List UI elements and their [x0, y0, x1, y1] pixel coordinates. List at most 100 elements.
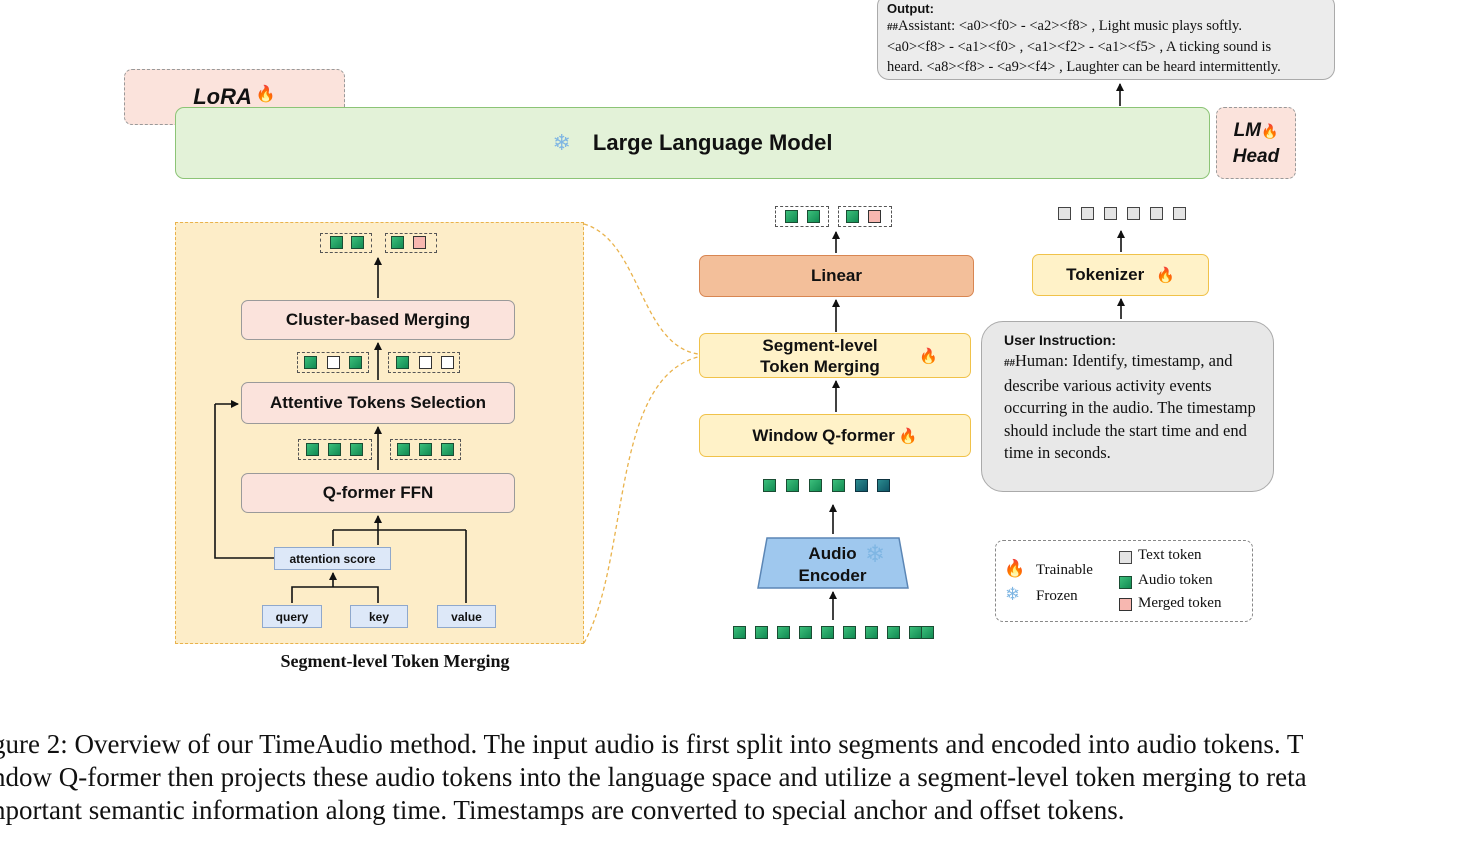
token-group	[297, 352, 369, 373]
attentive-tokens-selection-label: Attentive Tokens Selection	[269, 393, 486, 412]
token-group	[320, 233, 372, 253]
text-token	[1127, 207, 1140, 220]
segment-merging-panel	[175, 222, 584, 644]
audio-token	[855, 479, 868, 492]
audio-token	[785, 210, 798, 223]
audio-token	[832, 479, 845, 492]
text-token	[1081, 207, 1094, 220]
key-label: key	[368, 609, 390, 624]
token-group	[775, 206, 829, 227]
flame-icon: 🔥	[919, 348, 938, 365]
query-box: query	[262, 605, 322, 628]
text-token	[1150, 207, 1163, 220]
output-title: Output:	[887, 1, 934, 16]
text-token	[1104, 207, 1117, 220]
audio-token	[877, 479, 890, 492]
snowflake-icon: ❄	[552, 130, 571, 155]
audio-encoder-shape	[757, 537, 909, 589]
lora-label: LoRA	[193, 84, 252, 109]
output-prefix: ##	[887, 21, 898, 33]
window-qformer-box: Window Q-former 🔥	[699, 414, 971, 457]
audio-token	[349, 356, 362, 369]
lm-head-box: LM🔥 Head	[1216, 107, 1296, 179]
audio-encoder-label: Audio Encoder	[785, 543, 880, 587]
waveform-segment	[921, 626, 934, 639]
audio-token	[807, 210, 820, 223]
legend-text-token-swatch	[1119, 551, 1132, 564]
audio-encoder-line2: Encoder	[798, 566, 867, 585]
value-label: value	[451, 609, 482, 624]
audio-encoder-line1: Audio	[808, 544, 857, 563]
legend-audio-token: Audio token	[1138, 572, 1213, 588]
caption-line-2: ndow Q-former then projects these audio …	[0, 762, 1307, 792]
lm-head-line2: Head	[1232, 146, 1280, 167]
qformer-ffn-box: Q-former FFN	[241, 473, 515, 513]
token-group	[838, 206, 892, 227]
attentive-tokens-selection-box: Attentive Tokens Selection	[241, 382, 515, 424]
user-instruction-prefix: ##	[1004, 357, 1015, 369]
empty-token	[441, 356, 454, 369]
window-qformer-label: Window Q-former	[752, 425, 895, 445]
token-group	[390, 439, 461, 460]
flame-icon: 🔥	[255, 86, 276, 103]
segment-token-merging-box: Segment-level Token Merging 🔥	[699, 333, 971, 378]
merged-token	[868, 210, 881, 223]
flame-icon: 🔥	[1004, 559, 1026, 578]
snowflake-icon: ❄	[1005, 584, 1021, 604]
waveform-segment	[777, 626, 790, 639]
audio-token	[306, 443, 319, 456]
legend-frozen: Frozen	[1036, 588, 1078, 604]
output-line-2: <a0><f8> - <a1><f0> , <a1><f2> - <a1><f5…	[887, 39, 1272, 55]
legend-audio-token-swatch	[1119, 576, 1132, 589]
segment-merging-line1: Segment-level	[762, 336, 878, 355]
lm-head-line1: LM	[1233, 120, 1261, 141]
query-label: query	[275, 609, 309, 624]
text-token	[1173, 207, 1186, 220]
snowflake-icon: ❄	[865, 541, 886, 568]
key-box: key	[350, 605, 408, 628]
empty-token	[419, 356, 432, 369]
audio-token	[350, 443, 363, 456]
output-line-3: heard. <a8><f8> - <a9><f4> , Laughter ca…	[887, 59, 1281, 75]
legend-text-token: Text token	[1138, 547, 1202, 563]
legend-merged-token-swatch	[1119, 598, 1132, 611]
output-box: Output: ##Assistant: <a0><f0> - <a2><f8>…	[877, 0, 1335, 80]
audio-token	[330, 236, 343, 249]
audio-token	[351, 236, 364, 249]
audio-token	[419, 443, 432, 456]
user-instruction-text: Human: Identify, timestamp, and describe…	[1004, 351, 1256, 462]
audio-token	[396, 356, 409, 369]
qformer-ffn-label: Q-former FFN	[322, 483, 434, 502]
large-language-model-box: ❄ Large Language Model	[175, 107, 1210, 179]
legend-box	[995, 540, 1253, 622]
empty-token	[327, 356, 340, 369]
waveform-segment	[821, 626, 834, 639]
audio-token	[846, 210, 859, 223]
waveform-segment	[843, 626, 856, 639]
legend-trainable: Trainable	[1036, 562, 1093, 578]
merged-token	[413, 236, 426, 249]
token-group	[298, 439, 372, 460]
audio-token	[391, 236, 404, 249]
attention-score-label: attention score	[289, 551, 376, 566]
llm-label: Large Language Model	[592, 130, 833, 155]
linear-label: Linear	[810, 266, 863, 285]
merging-panel-caption: Segment-level Token Merging	[280, 651, 510, 671]
waveform-segment	[733, 626, 746, 639]
tokenizer-label: Tokenizer	[1066, 265, 1145, 284]
caption-line-1: gure 2: Overview of our TimeAudio method…	[0, 729, 1304, 759]
flame-icon: 🔥	[898, 427, 918, 445]
flame-icon: 🔥	[1261, 123, 1279, 139]
waveform-segment	[887, 626, 900, 639]
user-instruction-title: User Instruction:	[1004, 332, 1117, 348]
tokenizer-box: Tokenizer 🔥	[1032, 254, 1209, 296]
audio-token	[304, 356, 317, 369]
audio-token	[786, 479, 799, 492]
output-line-1: Assistant: <a0><f0> - <a2><f8> , Light m…	[898, 18, 1242, 34]
waveform-segment	[799, 626, 812, 639]
audio-token	[809, 479, 822, 492]
attention-score-box: attention score	[274, 547, 391, 570]
cluster-based-merging-label: Cluster-based Merging	[285, 310, 471, 329]
value-box: value	[437, 605, 496, 628]
caption-line-3: nportant semantic information along time…	[0, 795, 1125, 825]
